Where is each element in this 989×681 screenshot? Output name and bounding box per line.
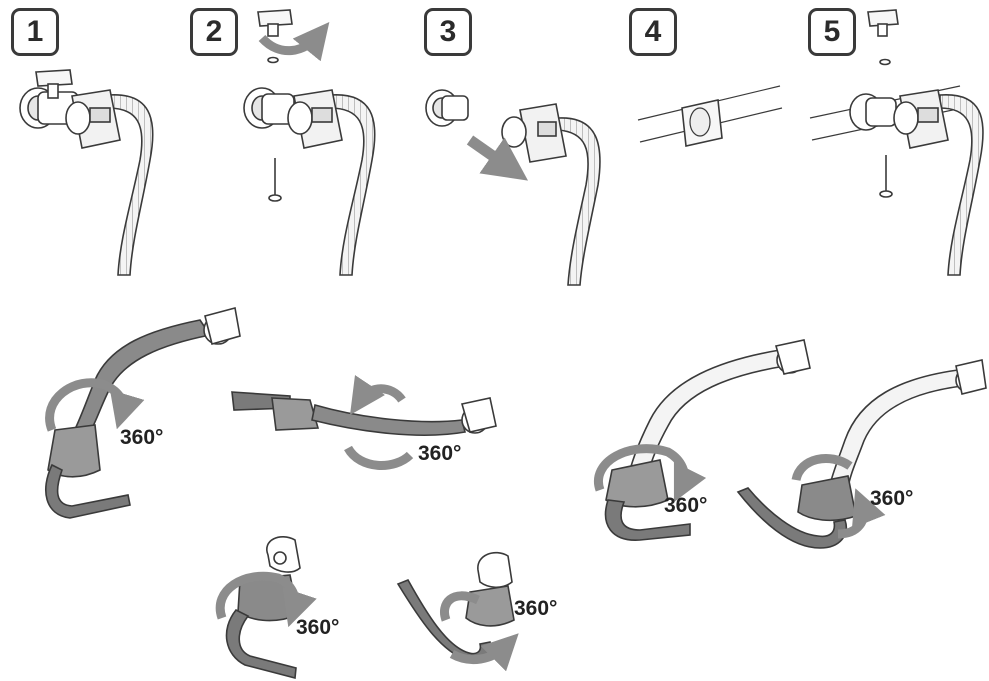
rotation-arrow-icon	[791, 454, 864, 539]
step-1-badge: 1	[11, 8, 59, 56]
rotation-arrow-icon	[593, 444, 707, 503]
rotation-label-4: 360°	[870, 487, 913, 510]
rotation-label-6: 360°	[514, 597, 557, 620]
straight-arrow-icon	[466, 135, 529, 181]
rotation-arrow-icon	[440, 591, 506, 660]
step-2-clamp-assembly	[243, 9, 376, 276]
rotation-arrow-icon	[215, 571, 317, 628]
rotation-view-dark-vertical	[44, 307, 241, 519]
step-4-badge: 4	[629, 8, 677, 56]
step-3-clamp-assembly	[425, 89, 601, 286]
rotation-label-1: 360°	[120, 426, 163, 449]
rotation-label-3: 360°	[664, 494, 707, 517]
step-2-badge: 2	[190, 8, 238, 56]
curved-arrow-icon	[258, 22, 330, 62]
rotation-label-2: 360°	[418, 442, 461, 465]
step-1-clamp-assembly	[19, 69, 154, 276]
step-5-clamp-assembly	[809, 9, 984, 276]
step-4-clamp-on-tube	[637, 85, 783, 147]
rotation-view-dark-horizontal	[231, 391, 497, 436]
step-3-badge: 3	[424, 8, 472, 56]
rotation-arrow-icon	[45, 378, 145, 432]
rotation-view-light-left	[604, 339, 811, 541]
step-2-number: 2	[205, 15, 223, 48]
rotation-view-bottom-center	[396, 551, 515, 663]
step-1-number: 1	[26, 15, 44, 48]
rotation-arrow-icon	[348, 389, 414, 470]
step-5-number: 5	[823, 15, 841, 48]
rotation-view-bottom-left	[225, 536, 301, 680]
step-5-badge: 5	[808, 8, 856, 56]
step-3-number: 3	[439, 15, 457, 48]
rotation-label-5: 360°	[296, 616, 339, 639]
step-4-number: 4	[644, 15, 662, 48]
